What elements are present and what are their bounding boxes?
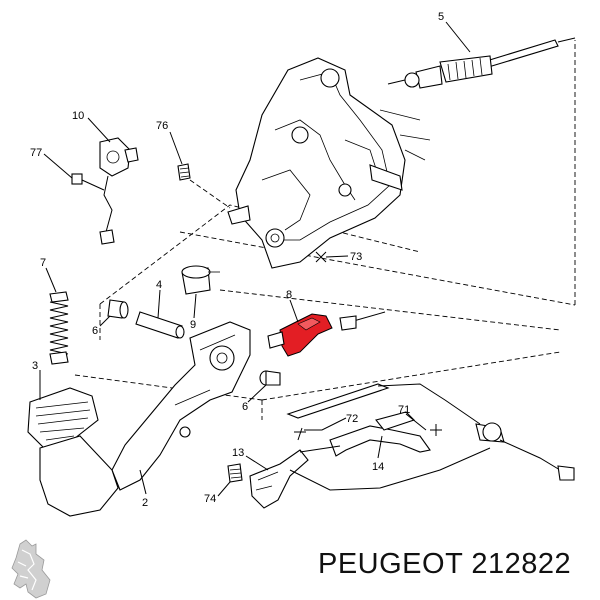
callout-14: 14	[372, 461, 384, 473]
callout-76: 76	[156, 120, 168, 132]
part-2-pedal-arm	[111, 321, 251, 491]
pedal-bracket	[227, 57, 431, 269]
part-4-pivot-shaft	[107, 299, 281, 386]
callout-9: 9	[190, 319, 196, 331]
part-73-pivot	[315, 251, 327, 263]
part-8-highlighted-lever	[267, 311, 386, 357]
callout-6-upper: 6	[92, 325, 98, 337]
assembly-guide-lines	[74, 40, 576, 420]
callout-4: 4	[156, 279, 162, 291]
part-74-clip	[227, 463, 243, 483]
callout-6-lower: 6	[242, 401, 248, 413]
part-72-cable-rod	[286, 383, 575, 481]
callout-7: 7	[40, 257, 46, 269]
callout-72: 72	[346, 413, 358, 425]
part-14-bracket	[329, 411, 431, 457]
leader-lines	[39, 21, 471, 497]
part-13-lower-bracket	[249, 445, 491, 509]
callout-74: 74	[204, 493, 216, 505]
part-76-clip	[177, 163, 191, 181]
part-3-pedal-pad	[27, 387, 119, 517]
callout-13: 13	[232, 447, 244, 459]
peugeot-lion-logo	[11, 539, 51, 599]
part-7-return-spring	[49, 291, 69, 365]
callout-71: 71	[398, 404, 410, 416]
callout-8: 8	[286, 289, 292, 301]
callout-77: 77	[30, 147, 42, 159]
part-5-clutch-cable	[387, 37, 576, 89]
callout-73: 73	[350, 251, 362, 263]
callout-10: 10	[72, 110, 84, 122]
caption: PEUGEOT 212822	[318, 548, 572, 580]
callout-5: 5	[438, 11, 444, 23]
callout-3: 3	[32, 360, 38, 372]
part-9-bump-stop	[181, 265, 220, 295]
callout-2: 2	[142, 497, 148, 509]
callout-labels: 5 10 76 77 73 7 4 8 6 9 3 6 72 71 14 13 …	[30, 11, 444, 509]
part-10-pedal-switch	[71, 137, 139, 245]
